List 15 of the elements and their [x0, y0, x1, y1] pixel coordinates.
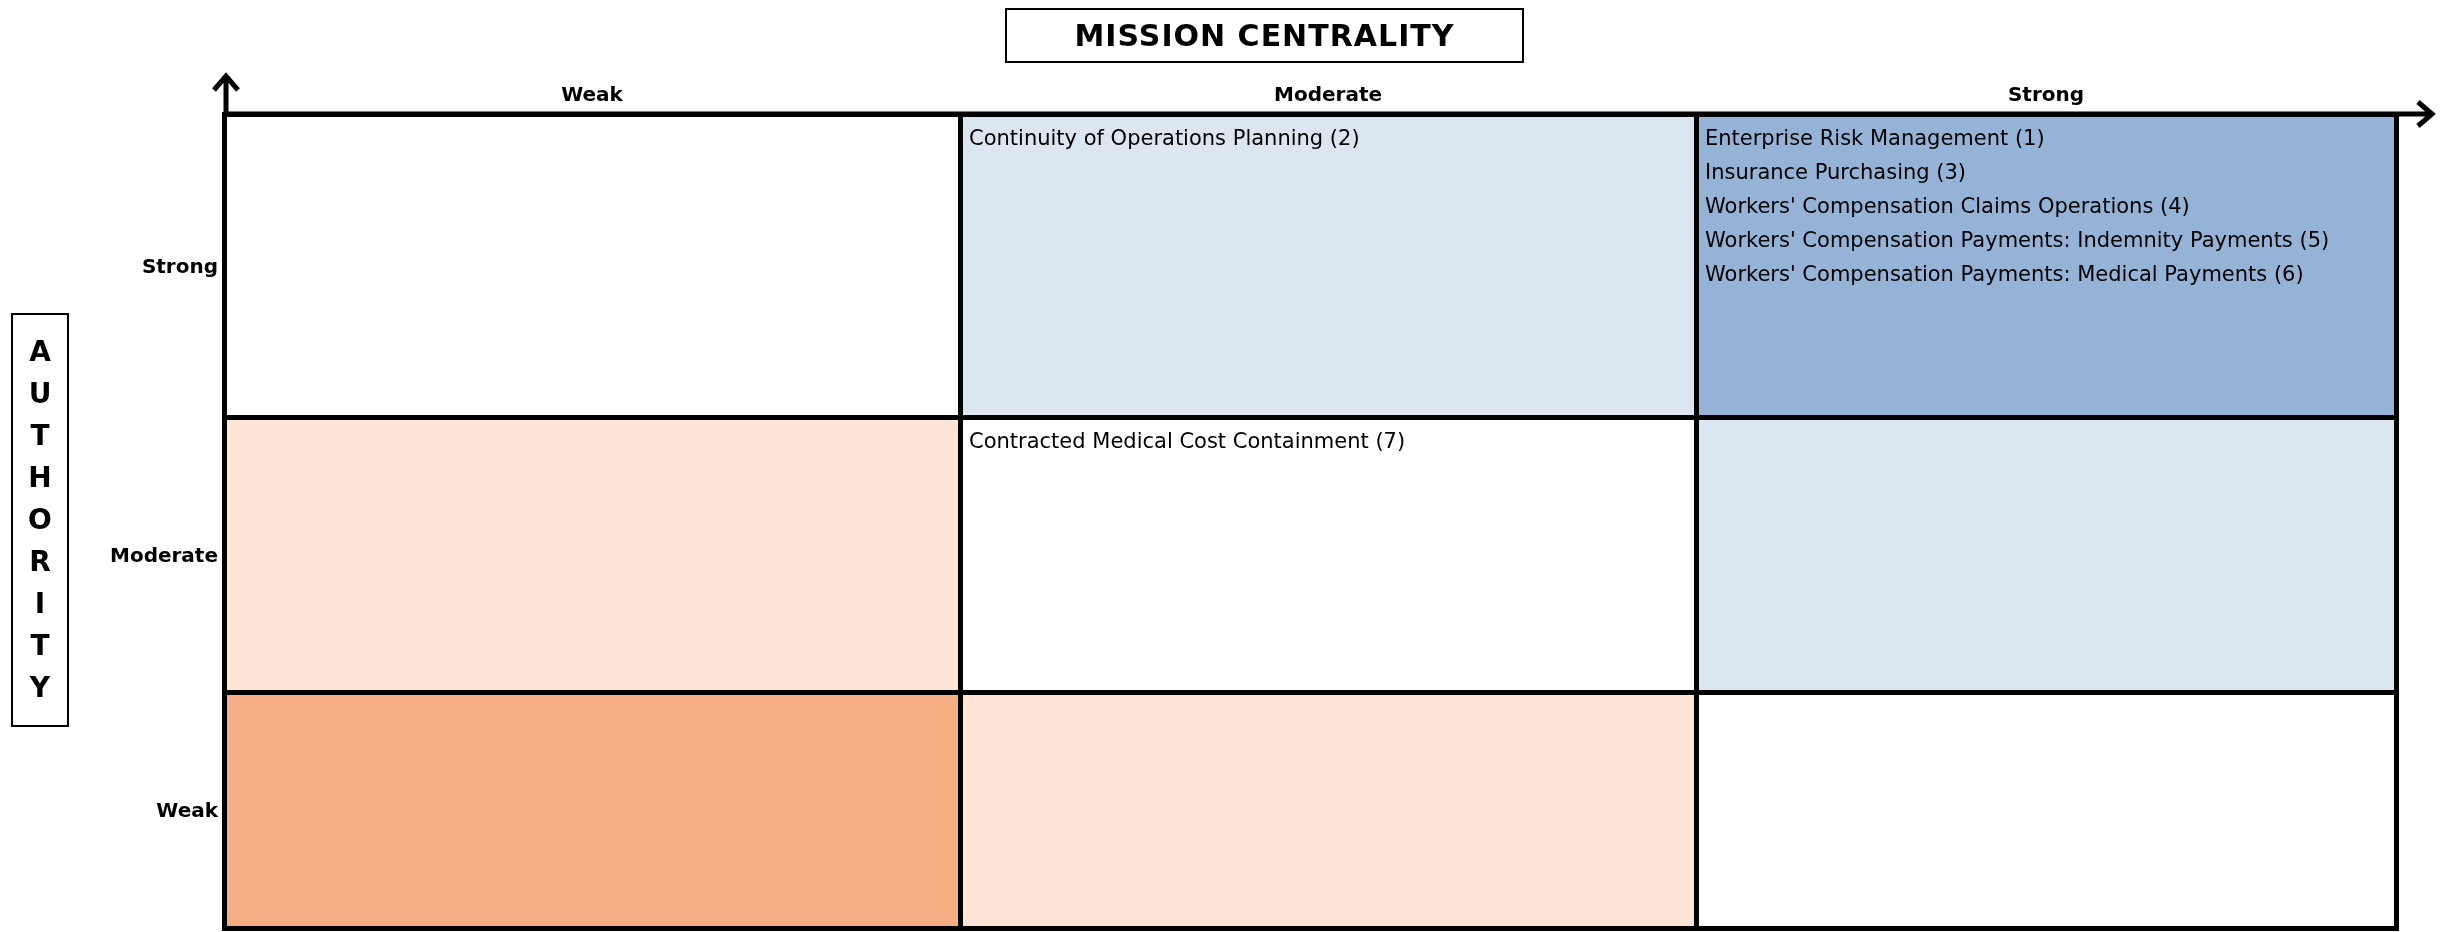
function-item: Workers' Compensation Payments: Medical Payments (6) — [1705, 261, 2305, 288]
axis-level-label: Moderate — [110, 542, 218, 567]
function-item: Workers' Compensation Payments: Indemnity Payments (5) — [1705, 227, 2331, 254]
axis-level-label: Moderate — [1274, 82, 1382, 106]
function-item: Insurance Purchasing (3) — [1705, 159, 1968, 186]
function-item: Enterprise Risk Management (1) — [1705, 125, 2046, 152]
axis-level-label: Weak — [561, 82, 623, 106]
axis-level-label: Strong — [2007, 82, 2085, 106]
function-item: Continuity of Operations Planning (2) — [969, 125, 1361, 152]
axis-level-label: Strong — [141, 253, 218, 278]
axis-level-label: Weak — [156, 798, 218, 822]
axis-title-box: AUTHORITY — [11, 313, 69, 727]
axis-title-box: MISSION CENTRALITY — [1005, 8, 1524, 63]
function-item: Workers' Compensation Claims Operations (4) — [1705, 193, 2191, 220]
function-item: Contracted Medical Cost Containment (7) — [969, 428, 1407, 455]
